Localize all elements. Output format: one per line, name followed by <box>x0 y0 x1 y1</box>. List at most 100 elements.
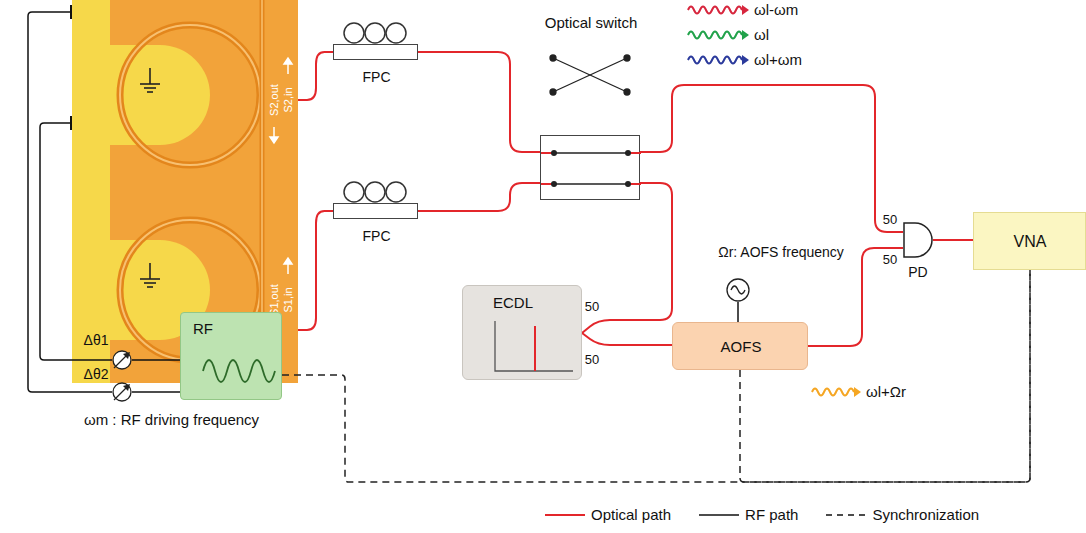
signal-label: 50 <box>585 300 599 315</box>
node-label: Optical switch <box>545 14 638 31</box>
photodetector: PD <box>903 222 933 258</box>
phase-shifter-shape <box>112 382 132 402</box>
rf-cable <box>40 123 112 360</box>
legend-line <box>699 514 739 516</box>
optical-fiber <box>298 211 333 330</box>
legend-text: Optical path <box>591 506 671 523</box>
drawing-part <box>120 25 260 165</box>
signal-label: ωl-ωm <box>754 1 798 18</box>
electrode-contact <box>70 5 72 130</box>
drawing-part <box>149 68 151 84</box>
drawing-part <box>731 286 745 294</box>
node-label: S2,out <box>268 84 281 116</box>
optical-fiber <box>298 52 333 100</box>
node-label: FPC <box>363 69 391 85</box>
signal-label: ωl <box>754 26 769 43</box>
drawing-part <box>904 223 932 257</box>
node-label: S1,in <box>282 287 295 312</box>
frequency-shifter-box: AOFS <box>672 322 808 370</box>
signal-label: ωl+Ωr <box>866 383 906 400</box>
legend: Optical path RF path Synchronization <box>545 506 979 523</box>
drawing-part <box>688 32 742 39</box>
drawing-part <box>344 23 364 43</box>
drawing-part <box>624 55 630 61</box>
signal-label: 50 <box>883 253 897 268</box>
legend-item: RF path <box>699 506 798 523</box>
drawing-part <box>742 30 749 40</box>
node-label: RF <box>193 320 213 337</box>
drawing-part <box>854 387 861 397</box>
drawing-part <box>554 183 628 184</box>
optical-fiber <box>418 52 540 152</box>
drawing-part <box>344 182 364 202</box>
drawing-part <box>110 45 210 145</box>
drawing-part <box>742 55 749 65</box>
node-label: AOFS <box>721 338 762 355</box>
drawing-part <box>113 383 131 401</box>
drawing-part <box>550 89 556 95</box>
optical-fiber <box>933 239 973 241</box>
node-label: Δθ2 <box>84 366 109 382</box>
optical-fiber <box>582 333 672 345</box>
drawing-part <box>123 384 130 391</box>
drawing-part <box>688 7 742 14</box>
drawing-part <box>742 5 749 15</box>
rf-cable <box>132 359 180 361</box>
drawing-part <box>551 181 557 187</box>
drawing-part <box>140 68 160 287</box>
drawing-part <box>284 258 292 264</box>
drawing-part <box>386 23 406 43</box>
drawing-part <box>120 25 260 165</box>
phase-shifter-shape <box>112 350 132 370</box>
rf-oscillator: Ωr: AOFS frequency <box>726 278 750 302</box>
drawing-part <box>140 83 160 85</box>
switch-cross-state <box>550 55 630 95</box>
legend-item: Synchronization <box>826 506 979 523</box>
drawing-part <box>812 389 854 396</box>
drawing-part <box>123 352 130 359</box>
fiber-polarization-controller: FPC <box>333 44 418 60</box>
fiber-polarization-controller: FPC <box>333 203 418 219</box>
node-label: Ωr: AOFS frequency <box>718 244 844 260</box>
legend-swatch <box>699 510 739 520</box>
analyzer-box: VNA <box>973 212 1086 270</box>
drawing-part <box>550 55 556 61</box>
node-label: VNA <box>1014 233 1047 251</box>
signal-label: 50 <box>585 353 599 368</box>
drawing-part <box>144 282 156 284</box>
drawing-part <box>553 58 627 92</box>
drawing-part <box>113 351 131 369</box>
photodetector-shape <box>903 222 933 258</box>
drawing-part <box>688 57 742 64</box>
drawing-part <box>203 360 275 382</box>
legend-item: Optical path <box>545 506 671 523</box>
signal-label: ωl+ωm <box>754 51 802 68</box>
drawing-part <box>554 152 628 153</box>
optical-fiber <box>808 248 903 346</box>
drawing-part <box>144 87 156 89</box>
drawing-part <box>625 181 631 187</box>
drawing-part <box>624 89 630 95</box>
phase-shifter: Δθ2 <box>112 382 132 402</box>
legend-swatch <box>826 510 866 520</box>
optical-fiber <box>582 183 672 333</box>
node-label: ECDL <box>493 294 533 311</box>
drawing-part <box>534 326 536 371</box>
phase-shifter: Δθ1 <box>112 350 132 370</box>
drawing-part <box>365 23 385 43</box>
legend-text: RF path <box>745 506 798 523</box>
signal-label: ωm : RF driving frequency <box>84 411 259 428</box>
sync-line <box>282 270 1030 482</box>
drawing-part <box>149 263 151 279</box>
drawing-part <box>147 286 153 288</box>
drawing-part <box>365 182 385 202</box>
node-label: S2,in <box>282 87 295 112</box>
rf-oscillator-shape <box>726 278 750 302</box>
drawing-part <box>553 58 627 92</box>
rf-source-box: RF <box>180 312 282 400</box>
drawing-part <box>386 182 406 202</box>
legend-line <box>826 514 866 516</box>
legend-text: Synchronization <box>872 506 979 523</box>
rf-cable <box>132 391 180 393</box>
optical-switch: Optical switch <box>540 135 640 200</box>
